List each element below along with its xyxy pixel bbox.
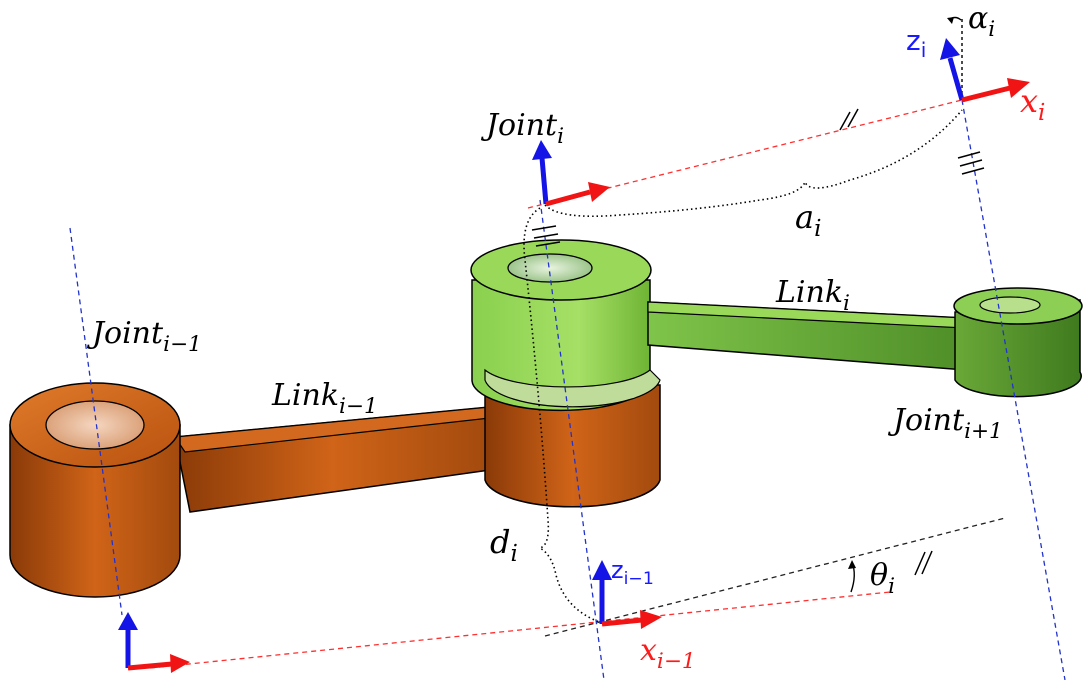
link-curr-body	[470, 239, 1083, 412]
joint-i-plus-1-label: Jointi+1	[887, 403, 1003, 444]
d-i-label: di	[490, 523, 518, 567]
z-i-axis	[947, 57, 965, 101]
link-i-minus-1-label: Linki−1	[271, 378, 378, 419]
a-i-label: ai	[795, 198, 821, 242]
x-i-label: xi	[1020, 82, 1045, 126]
theta-i-label: θi	[870, 558, 895, 599]
joint-next-axis-line	[961, 99, 1066, 680]
frame-prev-base	[118, 612, 190, 673]
link-i-label: Linki	[775, 275, 850, 316]
z-i-minus-1-label: zi−1	[611, 556, 654, 589]
joint-i-minus-1-label: Jointi−1	[86, 316, 202, 357]
x-prev-extension-line	[149, 591, 891, 669]
x-i-minus-1-axis	[601, 617, 643, 627]
frame-i-minus-1	[592, 560, 662, 629]
a-i-brace	[544, 109, 963, 218]
x-current-projection-line	[544, 517, 1006, 637]
joint-prev-axis-line	[69, 227, 123, 616]
joint-i-label: Jointi	[480, 108, 564, 149]
link-prev-body	[9, 382, 661, 598]
x-i-axis	[961, 85, 1011, 103]
frame-joint-i	[532, 140, 610, 207]
frame-i	[940, 38, 1030, 103]
z-i-label: zi	[906, 24, 926, 62]
alpha-i-label: αi	[968, 1, 995, 42]
x-i-minus-1-label: xi−1	[640, 633, 696, 674]
angle-arcs	[848, 16, 963, 593]
parallel-tick-marks	[531, 108, 985, 576]
